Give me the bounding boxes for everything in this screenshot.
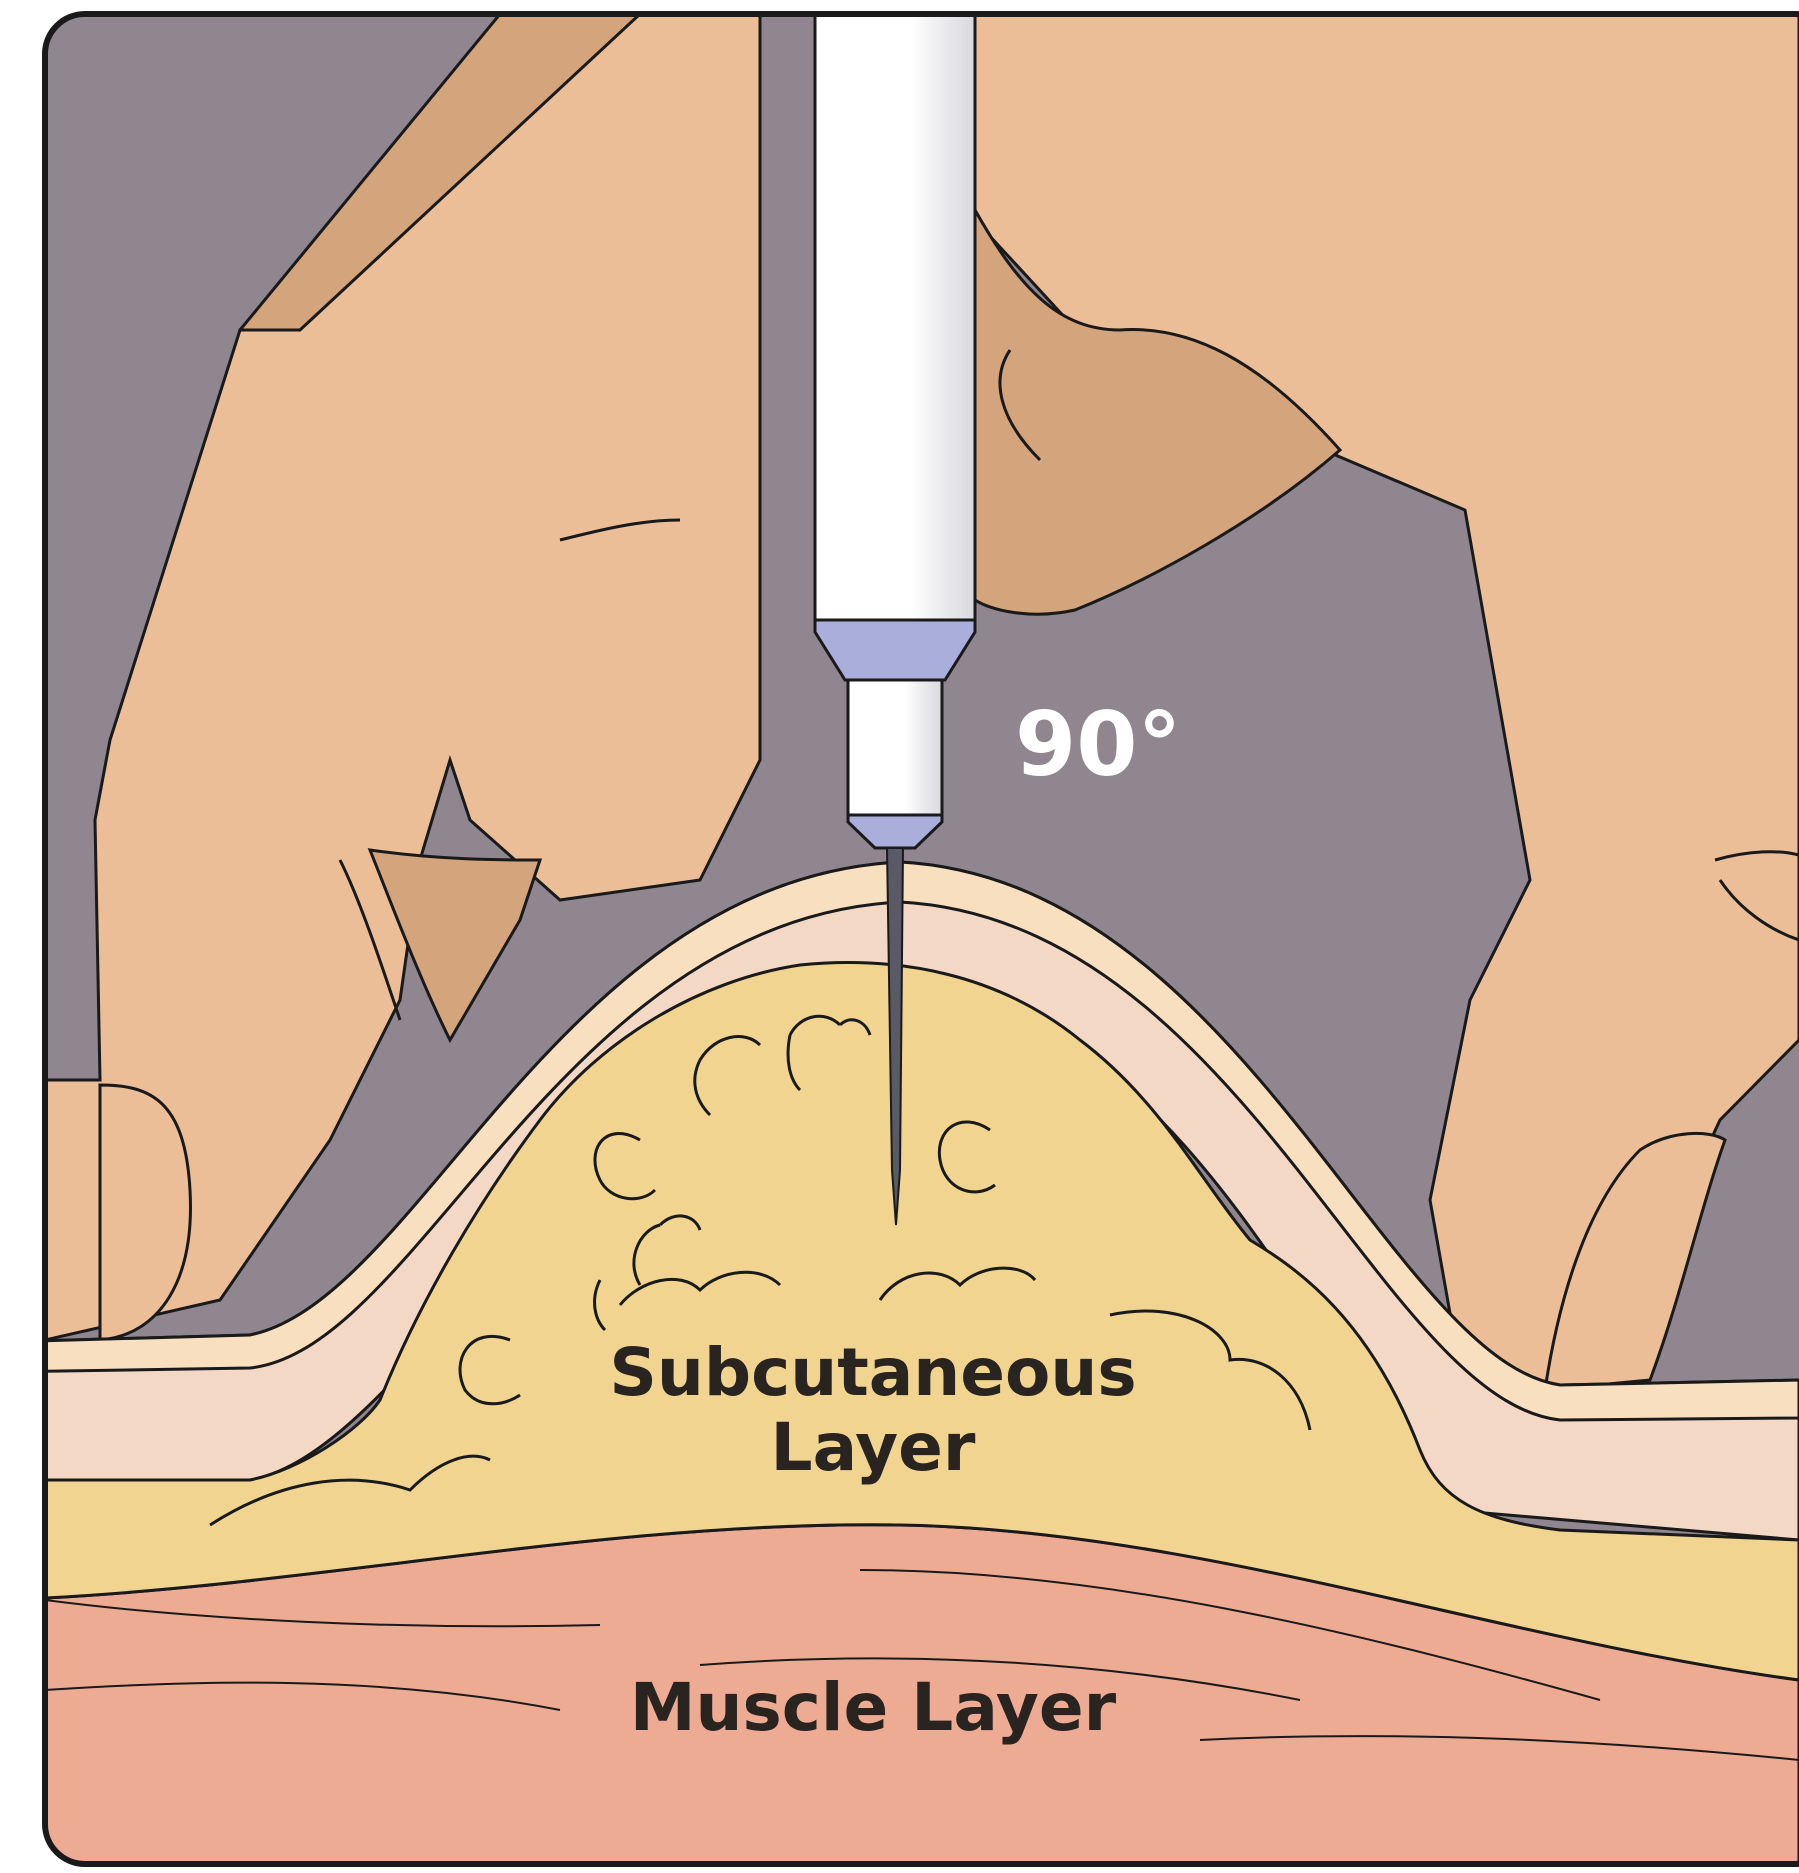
subcutaneous-label-line2: Layer xyxy=(771,1409,976,1486)
angle-label: 90° xyxy=(1015,693,1181,796)
muscle-label: Muscle Layer xyxy=(630,1669,1117,1746)
subcutaneous-label-line1: Subcutaneous xyxy=(609,1334,1136,1411)
